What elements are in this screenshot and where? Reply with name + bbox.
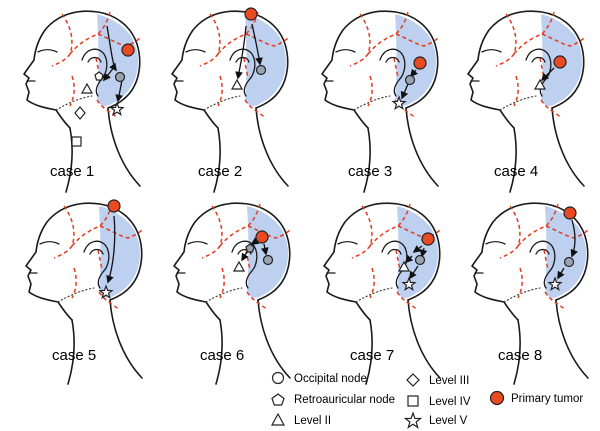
case-1-level4-node <box>71 136 82 147</box>
case-3-label: case 3 <box>348 163 392 180</box>
case-4-panel: case 4 <box>467 10 585 193</box>
legend-retroauricular-icon <box>271 393 285 406</box>
case-2-level2-node <box>230 78 244 90</box>
case-1-level2-node <box>80 82 94 94</box>
case-3-level5-node <box>391 95 407 111</box>
legend-level2-icon <box>270 412 286 426</box>
case-7-occipital-node <box>414 254 426 266</box>
legend-level5-icon <box>403 411 423 429</box>
legend-level5-label: Level V <box>429 415 468 427</box>
case-4-level2-node <box>533 78 547 90</box>
legend-tumor-icon <box>489 390 505 406</box>
case-2-occipital-node <box>255 64 267 76</box>
case-2-label: case 2 <box>198 163 242 180</box>
case-1-level5-node <box>109 101 125 117</box>
legend-level3-icon <box>406 373 420 387</box>
legend-occipital-label: Occipital node <box>294 373 367 385</box>
legend-level3-label: Level III <box>429 375 469 387</box>
case-1-tumor <box>121 43 135 57</box>
legend-occipital-icon <box>271 371 285 385</box>
legend-retroauricular-label: Retroauricular node <box>294 394 395 406</box>
case-8-label: case 8 <box>498 347 542 364</box>
case-6-occipital-node <box>262 254 274 266</box>
case-5-tumor <box>107 199 121 213</box>
case-6-tumor <box>255 230 269 244</box>
legend-level2-label: Level II <box>294 415 331 427</box>
case-5-label: case 5 <box>52 347 96 364</box>
legend-tumor-label: Primary tumor <box>511 393 583 405</box>
case-1-panel: case 1 <box>23 10 141 193</box>
case-5-level5-node <box>98 284 114 300</box>
case-6-panel: case 6 <box>173 202 291 385</box>
case-4-label: case 4 <box>494 163 538 180</box>
case-3-tumor <box>413 56 427 70</box>
case-6-label: case 6 <box>200 347 244 364</box>
case-6-retroauricular-node <box>245 243 255 253</box>
case-8-tumor <box>563 206 577 220</box>
case-4-tumor <box>553 55 567 69</box>
case-7-level5-node <box>401 276 417 292</box>
case-6-level2-node <box>232 260 246 272</box>
case-1-retroauricular-node <box>94 71 104 81</box>
case-7-tumor <box>421 232 435 246</box>
case-7-level2-node <box>397 260 411 272</box>
case-3-occipital-node <box>404 74 416 86</box>
case-1-level3-node <box>74 106 86 120</box>
case-3-panel: case 3 <box>321 10 439 193</box>
case-5-panel: case 5 <box>25 199 143 385</box>
case-8-level5-node <box>547 276 563 292</box>
case-7-label: case 7 <box>350 347 394 364</box>
case-1-occipital-node <box>114 71 126 83</box>
case-8-panel: case 8 <box>471 202 589 385</box>
legend-level4-label: Level IV <box>429 396 471 408</box>
case-7-panel: case 7 <box>323 202 441 385</box>
legend-level4-icon <box>407 395 419 407</box>
case-8-occipital-node <box>563 256 575 268</box>
case-1-label: case 1 <box>50 163 94 180</box>
case-2-panel: case 2 <box>171 7 289 193</box>
legend: Occipital node Retroauricular node Level… <box>270 371 583 429</box>
case-2-tumor <box>244 7 258 21</box>
